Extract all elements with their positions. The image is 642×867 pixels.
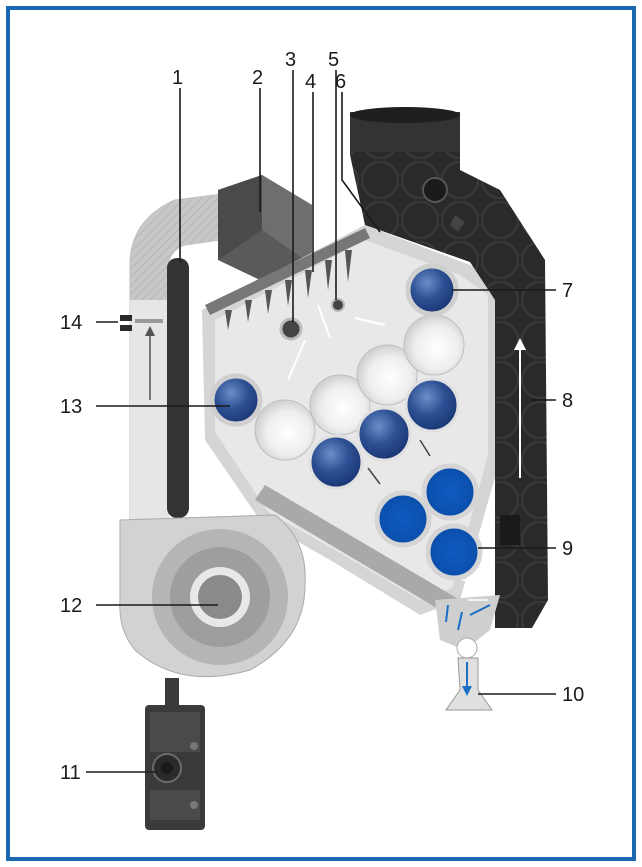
callout-12: 12 [60, 595, 82, 617]
flow-arrows-white [287, 304, 386, 381]
callout-8: 8 [562, 390, 573, 412]
callout-9: 9 [562, 538, 573, 560]
solid-blue-rollers [374, 463, 483, 581]
heat-exchanger [350, 107, 548, 628]
callout-7: 7 [562, 280, 573, 302]
callout-4: 4 [305, 71, 316, 93]
callout-1: 1 [172, 67, 183, 89]
fitting-5 [331, 298, 345, 312]
callout-11: 11 [60, 762, 81, 784]
leader-lines [86, 70, 556, 773]
motor [145, 678, 205, 830]
callout-13: 13 [60, 396, 82, 418]
spray-bar [205, 228, 370, 330]
outlet-chute [435, 579, 500, 711]
flow-arrows-dark [367, 439, 431, 485]
callout-2: 2 [252, 67, 263, 89]
fitting-3 [279, 317, 303, 341]
callout-6: 6 [335, 71, 346, 93]
callout-10: 10 [562, 684, 584, 706]
filter-box [218, 175, 312, 280]
callout-5: 5 [328, 49, 339, 71]
white-rollers [254, 314, 465, 461]
vertical-pipe [167, 258, 189, 518]
callout-3: 3 [285, 49, 296, 71]
coupler [120, 315, 163, 331]
callout-14: 14 [60, 312, 82, 334]
fan-housing [119, 514, 306, 678]
